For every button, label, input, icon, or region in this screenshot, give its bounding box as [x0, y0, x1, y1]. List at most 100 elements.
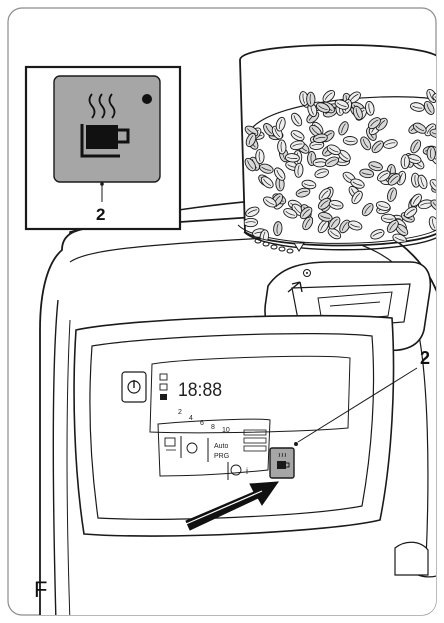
inset-label: 2 — [96, 205, 105, 224]
coffee-bean — [275, 116, 286, 132]
coffee-beans — [243, 88, 436, 245]
coffee-bean — [317, 197, 331, 210]
coffee-bean — [383, 139, 398, 149]
coffee-bean — [327, 227, 342, 240]
coffee-button[interactable] — [269, 447, 295, 479]
coffee-bean — [309, 124, 322, 138]
coffee-bean — [376, 170, 391, 182]
coffee-bean — [387, 173, 401, 186]
info-icon: i — [246, 466, 248, 476]
figure-letter: F — [34, 577, 47, 602]
coffee-bean — [294, 162, 304, 178]
coffee-bean — [324, 156, 340, 168]
power-button[interactable] — [121, 371, 147, 403]
coffee-bean — [328, 199, 344, 210]
coffee-bean — [244, 157, 256, 172]
coffee-bean — [360, 136, 372, 151]
coffee-bean — [326, 144, 341, 156]
coffee-bean — [429, 179, 436, 192]
coffee-bean — [386, 219, 399, 233]
coffee-bean — [380, 213, 396, 224]
callout-2: 2 — [294, 348, 430, 446]
coffee-bean — [245, 132, 257, 148]
coffee-bean — [403, 206, 418, 218]
clock-button[interactable] — [186, 438, 209, 462]
coffee-bean — [260, 176, 274, 189]
coffee-bean — [410, 193, 422, 207]
coffee-bean — [339, 219, 351, 234]
coffee-bean — [284, 153, 300, 163]
coffee-bean — [290, 130, 305, 142]
coffee-bean — [352, 105, 363, 121]
coffee-bean — [400, 154, 410, 170]
coffee-bean — [306, 91, 316, 107]
coffee-bean — [350, 178, 365, 189]
coffee-bean — [430, 199, 436, 212]
bean-hopper — [237, 44, 436, 254]
coffee-bean — [367, 117, 381, 130]
coffee-bean — [412, 122, 427, 134]
coffee-bean — [259, 163, 274, 174]
coffee-bean — [395, 223, 409, 236]
coffee-bean — [371, 140, 384, 154]
coffee-bean — [365, 100, 375, 116]
prg-label: PRG — [214, 453, 229, 460]
display-number-1: 2 — [178, 409, 182, 416]
coffee-bean — [368, 161, 383, 172]
coffee-bean — [290, 140, 305, 151]
inset-cup-icon — [80, 93, 130, 158]
coffee-bean — [351, 190, 363, 205]
coffee-bean — [426, 146, 436, 161]
inset-indicator-led — [142, 94, 152, 104]
coffee-bean — [263, 196, 277, 208]
coffee-bean — [313, 133, 328, 144]
display-number-3: 6 — [200, 420, 204, 427]
button-strip: Auto PRG i — [157, 418, 271, 480]
display-digits: 18:88 — [178, 380, 222, 401]
coffee-bean — [370, 229, 385, 240]
coffee-bean — [428, 216, 436, 231]
coffee-bean — [245, 206, 260, 218]
coffee-bean — [283, 208, 298, 219]
coffee-bean — [417, 174, 428, 190]
coffee-bean — [338, 121, 349, 136]
coffee-bean — [291, 112, 303, 127]
display-number-4: 8 — [211, 424, 215, 431]
display-number-2: 4 — [189, 415, 193, 422]
coffee-bean — [347, 220, 363, 231]
coffee-cup-icon — [277, 461, 286, 469]
coffee-bean — [334, 99, 349, 110]
coffee-bean — [295, 187, 311, 198]
coffee-bean — [423, 101, 435, 115]
coffee-bean — [359, 168, 375, 179]
coffee-bean — [429, 128, 436, 139]
coffee-bean — [299, 91, 309, 106]
coffee-bean — [375, 201, 391, 211]
coffee-bean — [387, 187, 397, 202]
coffee-bean — [361, 203, 374, 217]
coffee-bean — [318, 211, 333, 222]
coffee-bean — [342, 136, 358, 146]
coffee-bean — [243, 217, 259, 228]
steam-button[interactable] — [164, 436, 182, 458]
coffee-bean — [432, 92, 436, 102]
auto-label: Auto — [214, 443, 229, 450]
coffee-bean — [263, 123, 275, 137]
display-number-5: 10 — [222, 427, 230, 434]
coffee-bean — [322, 90, 336, 103]
callout-label: 2 — [420, 348, 430, 368]
coffee-bean — [255, 149, 265, 165]
coffee-bean — [302, 216, 314, 231]
grind-indicator — [254, 238, 305, 254]
lcd-display: 18:88 2 4 6 8 10 — [159, 373, 267, 452]
coffee-bean — [299, 206, 313, 220]
coffee-bean — [410, 102, 425, 112]
coffee-bean — [277, 139, 287, 155]
coffee-bean — [273, 221, 283, 237]
coffee-bean — [273, 167, 286, 181]
coffee-bean — [315, 102, 331, 113]
timer-button[interactable]: i — [227, 462, 248, 480]
coffee-bean — [318, 188, 331, 201]
coffee-bean — [410, 139, 422, 154]
